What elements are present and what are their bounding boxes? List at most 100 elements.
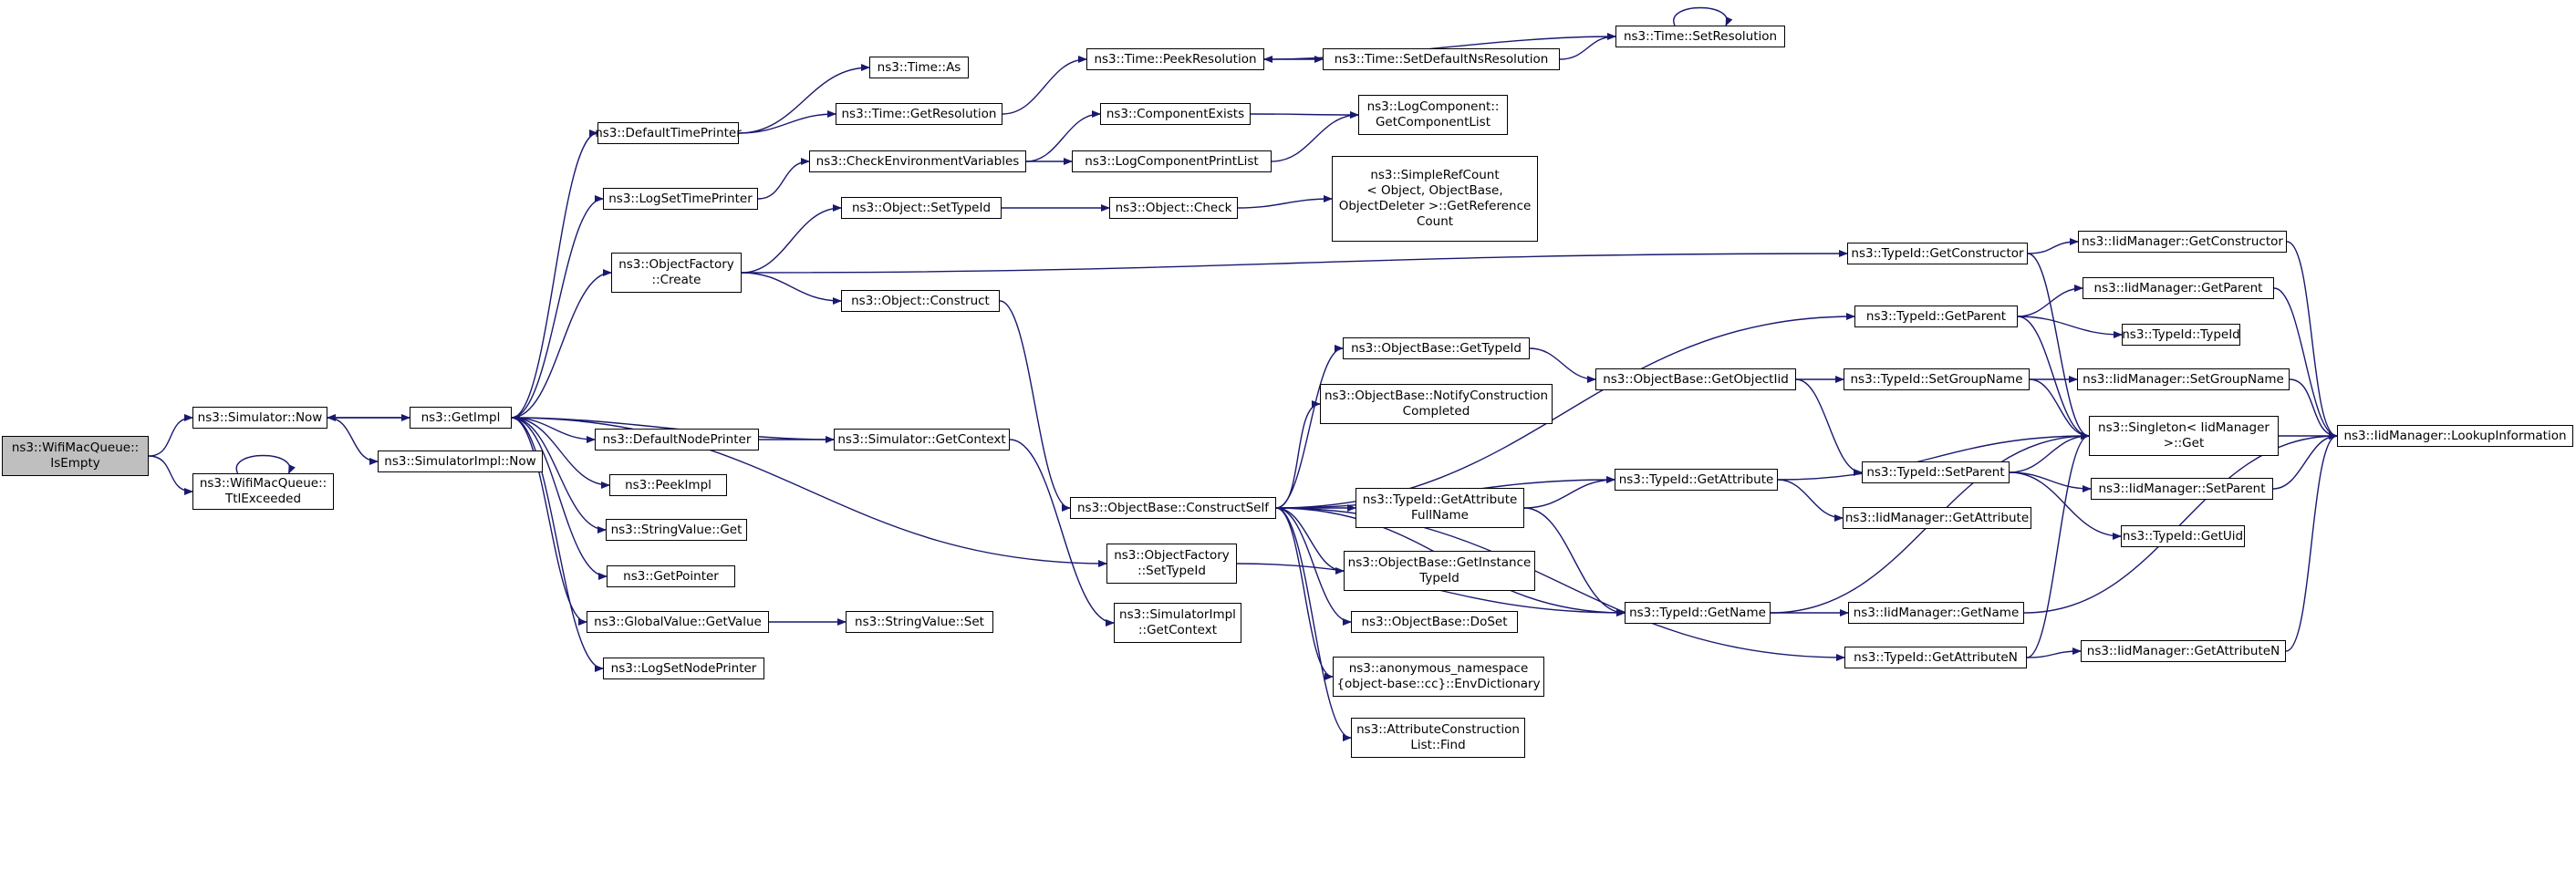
graph-node-strset[interactable]: ns3::StringValue::Set [846, 611, 993, 633]
graph-node-tidgetparent[interactable]: ns3::TypeId::GetParent [1854, 306, 2018, 327]
graph-node-timeas[interactable]: ns3::Time::As [869, 57, 969, 78]
graph-node-obgetoid[interactable]: ns3::ObjectBase::GetObjectIid [1595, 368, 1796, 390]
graph-node-simimplnow[interactable]: ns3::SimulatorImpl::Now [378, 451, 543, 472]
graph-node-logcpl[interactable]: ns3::LogComponentPrintList [1072, 150, 1272, 172]
graph-node-label: {object-base::cc}::EnvDictionary [1336, 677, 1541, 691]
graph-node-label: ns3::WifiMacQueue:: [199, 476, 327, 491]
graph-node-label: ns3::Object::SetTypeId [851, 200, 992, 215]
edge-simnow-to-simimplnow [327, 417, 379, 465]
graph-node-objcheck[interactable]: ns3::Object::Check [1109, 197, 1238, 219]
graph-node-tidsetparent[interactable]: ns3::TypeId::SetParent [1862, 461, 2010, 483]
graph-node-label: List::Find [1410, 738, 1466, 752]
graph-node-label: ns3::TypeId::GetAttribute [1362, 492, 1518, 507]
graph-node-label: ns3::GetPointer [623, 568, 719, 584]
graph-node-tidgetuid[interactable]: ns3::TypeId::GetUid [2121, 525, 2245, 547]
edge-obcs-to-acfind [1275, 507, 1352, 741]
graph-node-objconstruct[interactable]: ns3::Object::Construct [841, 290, 1000, 312]
graph-node-label: ns3::LogComponent:: [1366, 99, 1500, 114]
edge-timegetres-to-peekres [1002, 56, 1087, 115]
graph-node-obdoset[interactable]: ns3::ObjectBase::DoSet [1351, 611, 1518, 633]
graph-node-tidtid[interactable]: ns3::TypeId::TypeId [2122, 324, 2240, 346]
graph-node-peekres[interactable]: ns3::Time::PeekResolution [1086, 48, 1264, 70]
graph-node-gvget[interactable]: ns3::GlobalValue::GetValue [587, 611, 769, 633]
graph-node-label: ns3::TypeId::GetConstructor [1851, 245, 2024, 261]
graph-node-logsnp[interactable]: ns3::LogSetNodePrinter [603, 658, 764, 679]
graph-node-label: ns3::TypeId::GetUid [2122, 528, 2244, 544]
edge-iidmsetparent-to-iidmlookup [2272, 432, 2338, 490]
graph-node-label: ns3::Time::GetResolution [841, 106, 997, 121]
edge-tidgafn-to-tidgetattr [1523, 476, 1615, 509]
graph-node-tidgetattrn[interactable]: ns3::TypeId::GetAttributeN [1844, 647, 2027, 668]
graph-node-label: IsEmpty [50, 456, 100, 471]
edge-ofcreate-to-tidgetctor [741, 250, 1848, 274]
graph-node-label: ns3::PeekImpl [625, 477, 712, 492]
graph-node-iidmsetparent[interactable]: ns3::IidManager::SetParent [2091, 478, 2273, 500]
graph-node-ofcreate[interactable]: ns3::ObjectFactory::Create [611, 253, 742, 293]
graph-node-ttl[interactable]: ns3::WifiMacQueue::TtlExceeded [192, 473, 334, 510]
edge-tidgetparent-to-singleton [2017, 316, 2090, 440]
edge-obgetoid-to-tidsetparent [1795, 378, 1863, 476]
graph-node-label: GetComponentList [1375, 115, 1491, 129]
graph-node-logcgcl[interactable]: ns3::LogComponent::GetComponentList [1358, 95, 1508, 135]
graph-node-tidsetgn[interactable]: ns3::TypeId::SetGroupName [1844, 368, 2030, 390]
graph-node-setres[interactable]: ns3::Time::SetResolution [1615, 26, 1785, 47]
graph-node-checkenv[interactable]: ns3::CheckEnvironmentVariables [809, 150, 1026, 172]
graph-node-strget[interactable]: ns3::StringValue::Get [606, 519, 747, 541]
edge-obcs-to-obnotify [1275, 400, 1321, 509]
graph-node-label: ns3::TypeId::GetAttributeN [1854, 649, 2018, 665]
graph-node-peek[interactable]: ns3::PeekImpl [609, 474, 727, 496]
graph-node-simgetctx[interactable]: ns3::Simulator::GetContext [834, 429, 1010, 451]
graph-node-label: ::SetTypeId [1137, 564, 1206, 578]
edge-obcs-to-obgetinst [1275, 507, 1345, 575]
graph-node-iidmgetctor[interactable]: ns3::IidManager::GetConstructor [2078, 231, 2287, 253]
graph-node-label: ns3::ObjectBase::GetInstance [1347, 555, 1532, 570]
graph-node-label: ns3::DefaultNodePrinter [602, 431, 752, 447]
graph-node-ofsettid[interactable]: ns3::ObjectFactory::SetTypeId [1106, 544, 1237, 584]
graph-node-defnp[interactable]: ns3::DefaultNodePrinter [595, 429, 759, 451]
graph-node-iidmgetparent[interactable]: ns3::IidManager::GetParent [2083, 277, 2274, 299]
graph-node-label: ns3::SimpleRefCount [1370, 168, 1500, 182]
graph-node-label: ns3::Simulator::GetContext [837, 431, 1006, 447]
graph-node-getimpl[interactable]: ns3::GetImpl [410, 407, 512, 429]
graph-node-label: ns3::Singleton< IidManager [2098, 420, 2270, 435]
graph-node-deftp[interactable]: ns3::DefaultTimePrinter [595, 122, 742, 144]
graph-node-iidmgetattr[interactable]: ns3::IidManager::GetAttribute [1843, 507, 2031, 529]
graph-node-iidmlookup[interactable]: ns3::IidManager::LookupInformation [2337, 425, 2573, 447]
graph-node-iidmsetgn[interactable]: ns3::IidManager::SetGroupName [2077, 368, 2290, 390]
graph-node-envdict[interactable]: ns3::anonymous_namespace{object-base::cc… [1333, 657, 1544, 697]
edge-simgetctx-to-simimplctx [1009, 439, 1115, 627]
graph-node-label: ns3::TypeId::SetGroupName [1850, 371, 2023, 387]
graph-node-obgettid[interactable]: ns3::ObjectBase::GetTypeId [1343, 337, 1530, 359]
graph-node-setdefns[interactable]: ns3::Time::SetDefaultNsResolution [1323, 48, 1560, 70]
graph-node-singleton[interactable]: ns3::Singleton< IidManager>::Get [2089, 416, 2279, 456]
edge-tidsetparent-to-iidmsetparent [2009, 471, 2092, 492]
graph-node-logstp[interactable]: ns3::LogSetTimePrinter [603, 188, 758, 210]
graph-node-label: ns3::WifiMacQueue:: [11, 440, 140, 455]
graph-node-label: ns3::ObjectFactory [618, 257, 734, 272]
edge-logstp-to-checkenv [757, 158, 810, 200]
graph-node-label: ns3::ComponentExists [1106, 106, 1245, 121]
graph-node-objsettid[interactable]: ns3::Object::SetTypeId [841, 197, 1002, 219]
edge-ofcreate-to-objconstruct [741, 272, 842, 305]
graph-node-iidmgetattrn[interactable]: ns3::IidManager::GetAttributeN [2081, 640, 2286, 662]
graph-node-tidgetctor[interactable]: ns3::TypeId::GetConstructor [1847, 243, 2028, 264]
graph-node-getptr[interactable]: ns3::GetPointer [607, 565, 735, 587]
graph-node-simimplctx[interactable]: ns3::SimulatorImpl::GetContext [1114, 603, 1241, 643]
graph-node-label: ns3::IidManager::GetConstructor [2082, 233, 2283, 249]
graph-node-srefcount[interactable]: ns3::SimpleRefCount< Object, ObjectBase,… [1332, 156, 1538, 242]
graph-node-timegetres[interactable]: ns3::Time::GetResolution [836, 103, 1002, 125]
graph-node-label: ns3::IidManager::GetName [1853, 605, 2020, 620]
graph-node-tidgetname[interactable]: ns3::TypeId::GetName [1625, 602, 1771, 624]
graph-node-compexists[interactable]: ns3::ComponentExists [1100, 103, 1251, 125]
edge-iidmgetctor-to-iidmlookup [2286, 241, 2338, 440]
edge-tidgetattrn-to-singleton [2026, 432, 2090, 658]
graph-node-iidmgetname[interactable]: ns3::IidManager::GetName [1848, 602, 2024, 624]
graph-node-obcs[interactable]: ns3::ObjectBase::ConstructSelf [1070, 497, 1276, 519]
graph-node-tidgetattr[interactable]: ns3::TypeId::GetAttribute [1615, 469, 1778, 491]
edge-getimpl-to-ofsettid [511, 417, 1107, 567]
graph-node-simnow[interactable]: ns3::Simulator::Now [192, 407, 327, 429]
